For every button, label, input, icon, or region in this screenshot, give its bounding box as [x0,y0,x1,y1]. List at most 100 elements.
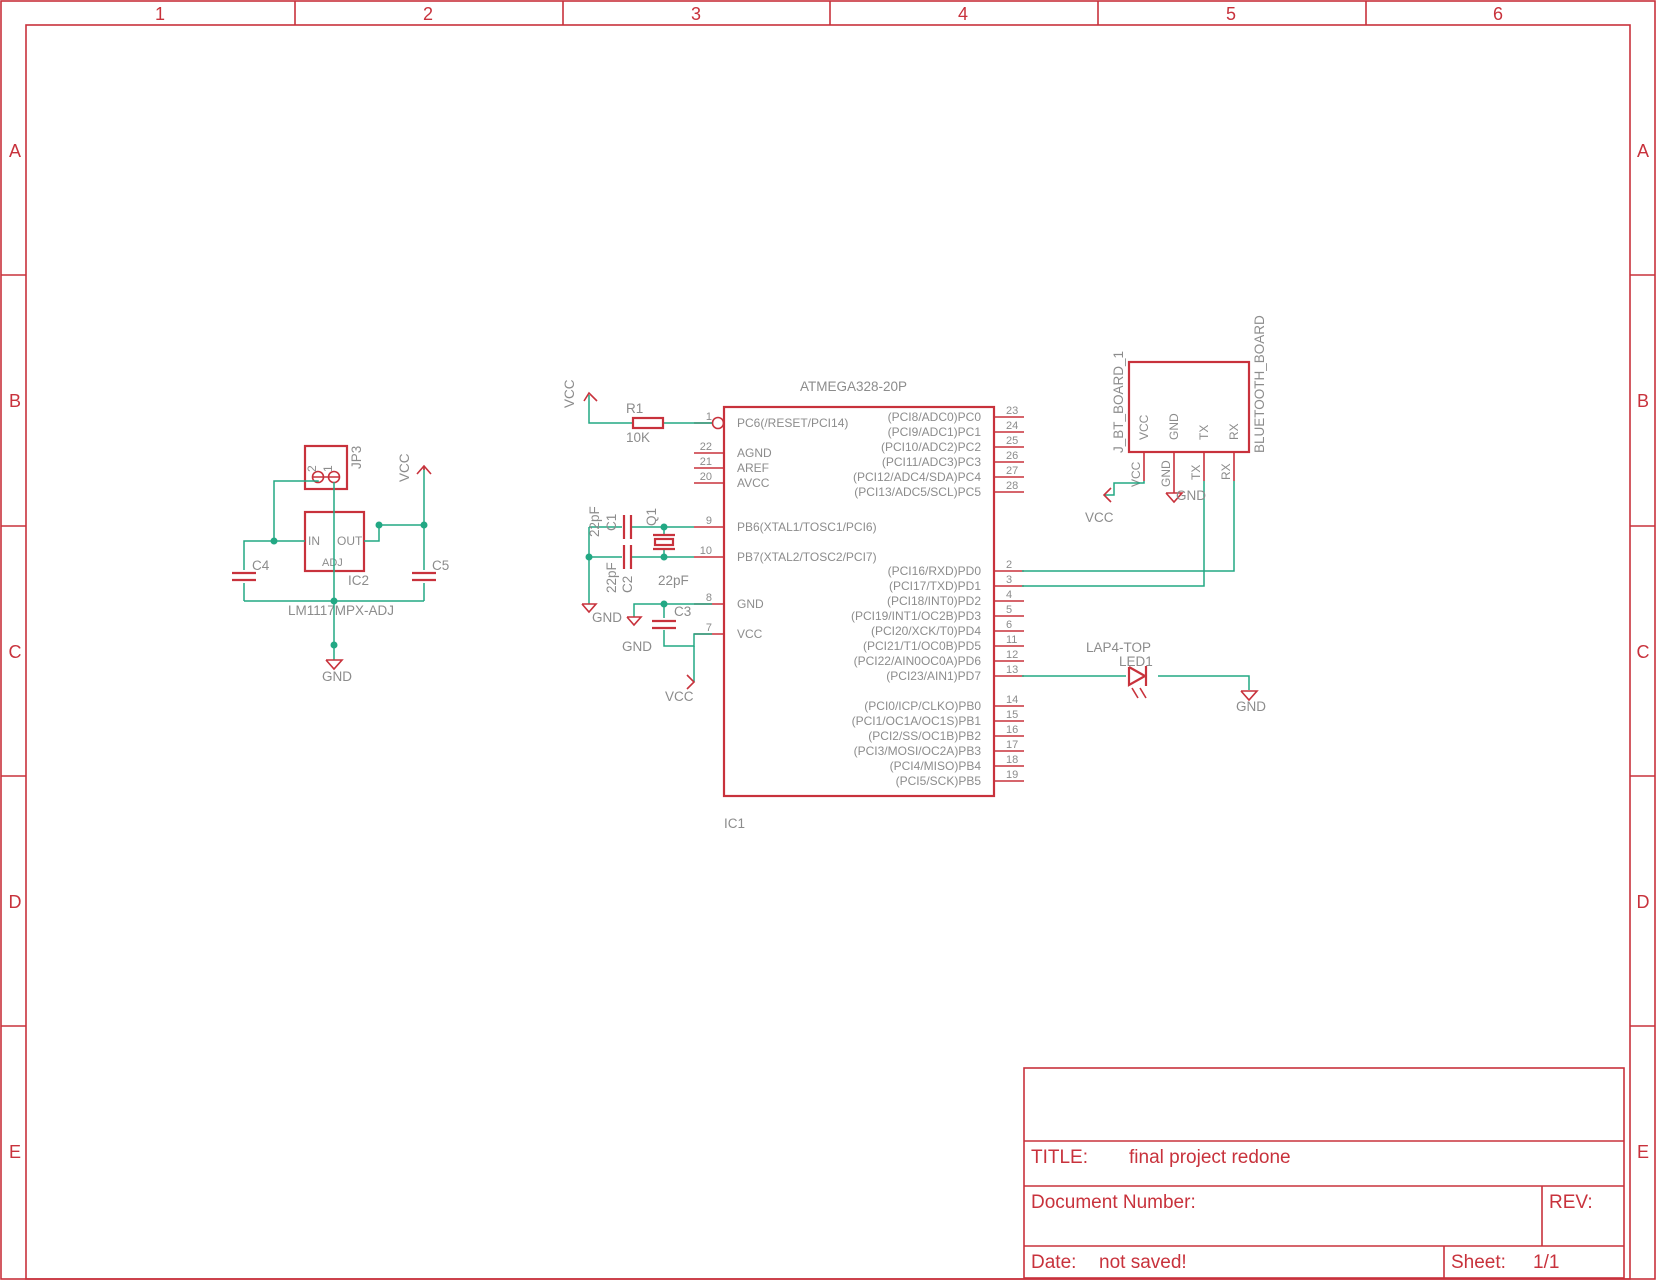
frame-col-2: 2 [423,4,433,24]
gnd-symbol-bt: GND [1165,481,1206,504]
vcc-symbol-bt: VCC [1085,487,1114,525]
ic1-pin-label: (PCI2/SS/OC1B)PB2 [868,729,981,743]
gnd-symbol-led: GND [1236,690,1266,714]
frame-row-c-right: C [1637,642,1650,662]
ic1-pin-label: (PCI23/AIN1)PD7 [886,669,981,683]
ic1-pin-number: 25 [1006,435,1018,447]
ic2-regulator[interactable]: IN OUT ADJ IC2 LM1117MPX-ADJ [288,510,394,618]
ic1-pin-number: 21 [700,456,712,468]
frame-col-3: 3 [691,4,701,24]
ic1-pin-number: 28 [1006,480,1018,492]
gnd-label-c3: GND [622,639,652,654]
r1-name: R1 [626,401,643,416]
bluetooth-section: J_BT_BOARD_1 BLUETOOTH_BOARD VCC GND TX … [1022,315,1267,587]
c5-capacitor[interactable]: C5 [412,558,449,582]
ic1-pin-label: (PCI11/ADC3)PC3 [882,455,981,469]
ic1-pin-number: 15 [1006,709,1018,721]
date-label: Date: [1031,1252,1076,1273]
ic1-pin-number: 13 [1006,664,1018,676]
bt-pin-gnd-outer: GND [1159,460,1173,487]
ic1-pin-number: 11 [1006,634,1017,646]
gnd-label-crystal: GND [592,610,622,625]
c1-capacitor[interactable]: 22pF C1 [587,506,633,539]
led-section: LAP4-TOP LED1 GND [1022,640,1266,714]
r1-resistor[interactable]: R1 10K [626,401,665,445]
led1-value: LAP4-TOP [1086,640,1151,655]
c3-name: C3 [674,604,691,619]
ic1-pin-number: 16 [1006,724,1018,736]
bt-value: BLUETOOTH_BOARD [1252,315,1267,453]
ic1-pin-label: (PCI10/ADC2)PC2 [881,440,981,454]
gnd-label-bt: GND [1176,488,1206,503]
vcc-label-regulator: VCC [397,453,412,482]
ic1-pin-label: PB6(XTAL1/TOSC1/PCI6) [737,520,877,534]
frame-col-4: 4 [958,4,968,24]
frame-row-b-right: B [1637,391,1649,411]
c2-capacitor[interactable]: 22pF C2 [604,545,635,593]
bt-pin-vcc-inner: VCC [1137,414,1151,440]
voltage-regulator-section: 2 1 JP3 IN OUT ADJ IC2 LM1117MPX-ADJ [232,444,449,684]
title-block: TITLE: final project redone Document Num… [1023,1067,1625,1279]
vcc-symbol-reset: VCC [562,379,598,408]
vcc-symbol-ic1: VCC [665,674,696,704]
vcc-label-reset: VCC [562,379,577,408]
q1-value: 22pF [658,573,689,588]
c2-name: C2 [620,576,635,593]
ic2-name: IC2 [348,573,369,588]
ic1-pin-number: 2 [1006,559,1012,571]
ic1-pin-label: (PCI12/ADC4/SDA)PC4 [853,470,981,484]
c1-value: 22pF [587,506,602,537]
ic1-pin-label: AVCC [737,476,770,490]
frame-row-d-right: D [1637,892,1650,912]
jp3-connector[interactable]: 2 1 JP3 [303,444,364,491]
c4-capacitor[interactable]: C4 [232,558,270,582]
ic1-pin-label: (PCI16/RXD)PD0 [888,564,982,578]
gnd-label-regulator: GND [322,669,352,684]
ic1-pin-label: GND [737,597,764,611]
bt-pin-vcc-outer: VCC [1129,461,1143,487]
ic1-pin-label: VCC [737,627,763,641]
gnd-symbol-c3: GND [622,616,652,654]
ic1-pin-label: AREF [737,461,769,475]
ic1-pin-number: 27 [1006,465,1018,477]
led1-name: LED1 [1119,654,1153,669]
c4-name: C4 [252,558,270,573]
ic2-pin-out: OUT [337,534,363,548]
bt-pin-rx-inner: RX [1227,423,1241,440]
frame-row-c-left: C [9,642,22,662]
ic1-pin-number: 3 [1006,574,1012,586]
ic1-pin-number: 9 [706,515,712,527]
ic1-pin-label: (PCI18/INT0)PD2 [887,594,981,608]
ic1-pin-number: 7 [706,622,712,634]
ic1-name: IC1 [724,816,745,831]
ic1-pin-number: 10 [700,545,712,557]
bluetooth-board[interactable]: J_BT_BOARD_1 BLUETOOTH_BOARD VCC GND TX … [1111,315,1267,487]
jp3-pin-2: 2 [305,465,319,472]
c1-name: C1 [604,514,619,531]
c2-value: 22pF [604,562,619,593]
ic1-pin-label: (PCI8/ADC0)PC0 [888,410,982,424]
frame-row-e-right: E [1637,1142,1649,1162]
bt-pin-gnd-inner: GND [1167,413,1181,440]
ic1-pin-number: 8 [706,592,712,604]
ic1-pin-number: 19 [1006,769,1018,781]
ic1-pin-label: (PCI4/MISO)PB4 [890,759,982,773]
gnd-symbol-crystal: GND [581,603,622,625]
ic2-pin-in: IN [308,534,320,548]
ic1-pin-number: 18 [1006,754,1018,766]
frame-row-a-left: A [9,141,21,161]
ic1-pin-number: 20 [700,471,712,483]
led1[interactable]: LAP4-TOP LED1 [1086,640,1153,699]
ic1-pin-number: 17 [1006,739,1018,751]
q1-crystal[interactable]: Q1 22pF [644,508,689,588]
ic1-pin-label: (PCI22/AIN0OC0A)PD6 [854,654,982,668]
ic1-pin-label: PC6(/RESET/PCI14) [737,416,848,430]
c3-capacitor[interactable]: C3 [652,604,691,630]
ic1-pin-number: 12 [1006,649,1018,661]
c5-name: C5 [432,558,449,573]
frame-col-5: 5 [1226,4,1236,24]
